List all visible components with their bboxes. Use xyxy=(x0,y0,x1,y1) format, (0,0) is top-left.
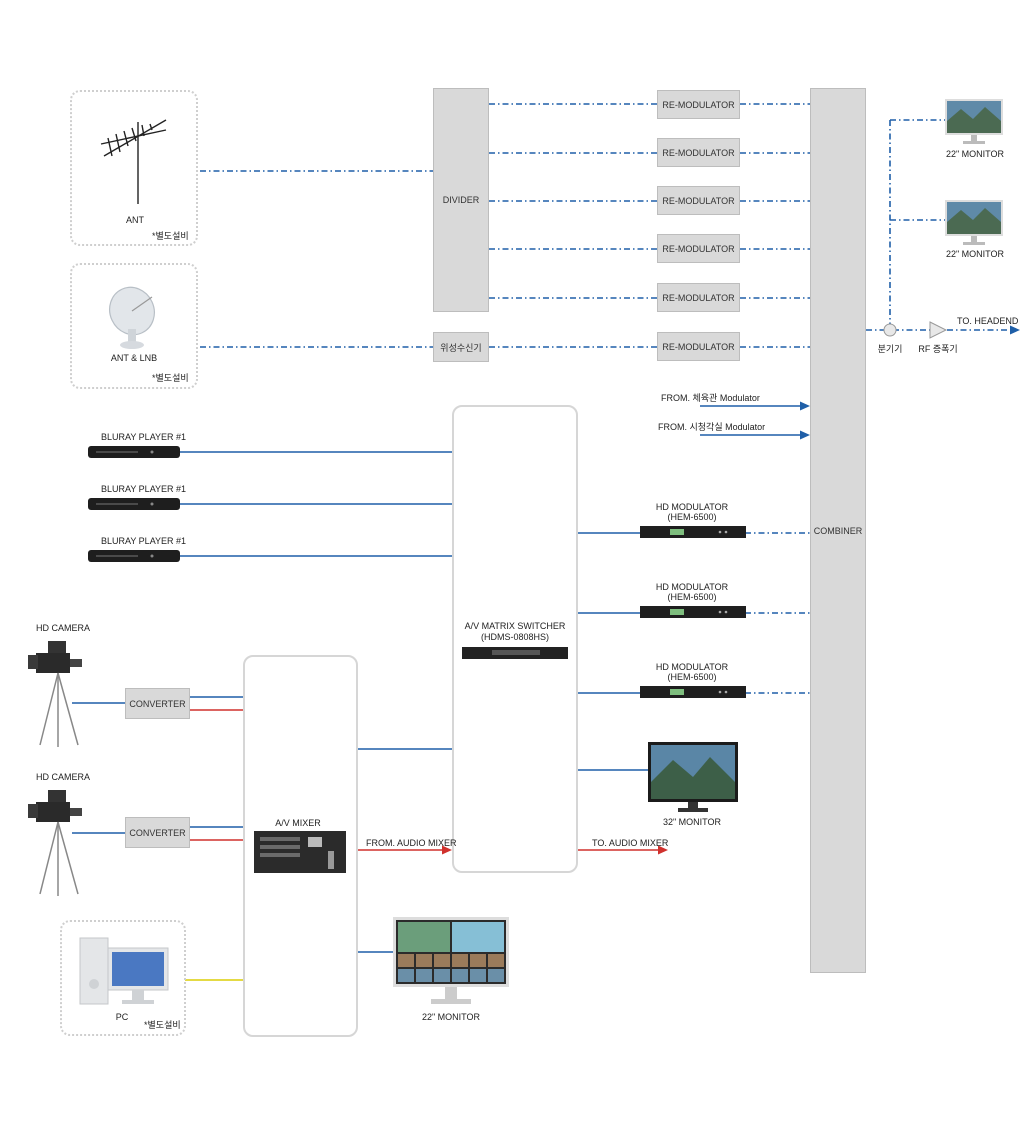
remodulator-4: RE-MODULATOR xyxy=(657,234,740,263)
rf-amplifier-triangle xyxy=(929,321,948,339)
ant-enclosure xyxy=(70,90,198,246)
monitor-22-bottom-label: 22" MONITOR xyxy=(421,1012,481,1022)
hd-modulator-1-icon xyxy=(640,526,746,538)
bluray-3-label: BLURAY PLAYER #1 xyxy=(101,536,187,546)
pc-icon xyxy=(79,937,169,1005)
monitor-22-a-icon xyxy=(945,99,1003,144)
ant-label: ANT xyxy=(126,215,144,225)
from-gym-arrowhead xyxy=(800,401,810,411)
converter-1: CONVERTER xyxy=(125,688,190,719)
splitter-circle xyxy=(883,323,897,337)
monitor-22-a-label: 22" MONITOR xyxy=(945,149,1005,159)
to-audio-mixer-arrowhead xyxy=(658,845,668,855)
to-headend-label: TO. HEADEND xyxy=(957,316,1019,326)
bluray-player-1-icon xyxy=(88,446,180,458)
satellite-dish-icon xyxy=(109,286,155,349)
pc-label: PC xyxy=(115,1012,129,1022)
antenna-icon xyxy=(100,119,167,204)
hd-modulator-3-title: HD MODULATOR xyxy=(655,662,729,672)
hd-modulator-1-model: (HEM-6500) xyxy=(667,512,717,522)
bluray-1-label: BLURAY PLAYER #1 xyxy=(101,432,187,442)
bluray-2-label: BLURAY PLAYER #1 xyxy=(101,484,187,494)
pc-enclosure xyxy=(60,920,186,1036)
remodulator-2: RE-MODULATOR xyxy=(657,138,740,167)
monitor-22-b-label: 22" MONITOR xyxy=(945,249,1005,259)
converter-2: CONVERTER xyxy=(125,817,190,848)
splitter-label: 분기기 xyxy=(877,344,903,354)
from-gym-label: FROM. 체육관 Modulator xyxy=(661,393,760,403)
from-audio-mixer-label: FROM. AUDIO MIXER xyxy=(366,838,457,848)
monitor-22-multiview-icon xyxy=(393,917,509,1004)
monitor-32-icon xyxy=(648,742,738,812)
matrix-switcher-icon xyxy=(462,647,568,659)
camera-1-icon xyxy=(28,641,82,747)
lnb-note: *별도설비 xyxy=(152,373,189,383)
camera-1-label: HD CAMERA xyxy=(36,623,91,633)
combiner-box: COMBINER xyxy=(810,88,866,973)
headend-arrowhead xyxy=(1010,325,1020,335)
bluray-player-3-icon xyxy=(88,550,180,562)
hd-modulator-2-icon xyxy=(640,606,746,618)
camera-2-icon xyxy=(28,790,82,896)
hd-modulator-2-title: HD MODULATOR xyxy=(655,582,729,592)
lnb-label: ANT & LNB xyxy=(110,353,158,363)
hd-modulator-2-model: (HEM-6500) xyxy=(667,592,717,602)
from-audio-mixer-arrowhead xyxy=(442,845,452,855)
bluray-player-2-icon xyxy=(88,498,180,510)
matrix-switcher-title: A/V MATRIX SWITCHER xyxy=(464,621,566,631)
from-av-room-arrowhead xyxy=(800,430,810,440)
matrix-switcher-frame xyxy=(452,405,578,873)
matrix-switcher-model: (HDMS-0808HS) xyxy=(480,632,550,642)
from-av-room-label: FROM. 시청각실 Modulator xyxy=(658,422,766,432)
divider-box: DIVIDER xyxy=(433,88,489,312)
monitor-32-label: 32" MONITOR xyxy=(662,817,722,827)
camera-2-label: HD CAMERA xyxy=(36,772,91,782)
hd-modulator-3-icon xyxy=(640,686,746,698)
rf-amplifier-label: RF 증폭기 xyxy=(918,344,958,354)
lnb-enclosure xyxy=(70,263,198,389)
remodulator-1: RE-MODULATOR xyxy=(657,90,740,119)
to-audio-mixer-label: TO. AUDIO MIXER xyxy=(592,838,669,848)
hd-modulator-3-model: (HEM-6500) xyxy=(667,672,717,682)
pc-note: *별도설비 xyxy=(144,1020,181,1030)
ant-note: *별도설비 xyxy=(152,231,189,241)
remodulator-3: RE-MODULATOR xyxy=(657,186,740,215)
satellite-receiver-box: 위성수신기 xyxy=(433,332,489,362)
av-mixer-icon xyxy=(254,831,346,873)
av-mixer-label: A/V MIXER xyxy=(275,818,321,828)
monitor-22-b-icon xyxy=(945,200,1003,245)
hd-modulator-1-title: HD MODULATOR xyxy=(655,502,729,512)
remodulator-5: RE-MODULATOR xyxy=(657,283,740,312)
remodulator-6: RE-MODULATOR xyxy=(657,332,740,361)
